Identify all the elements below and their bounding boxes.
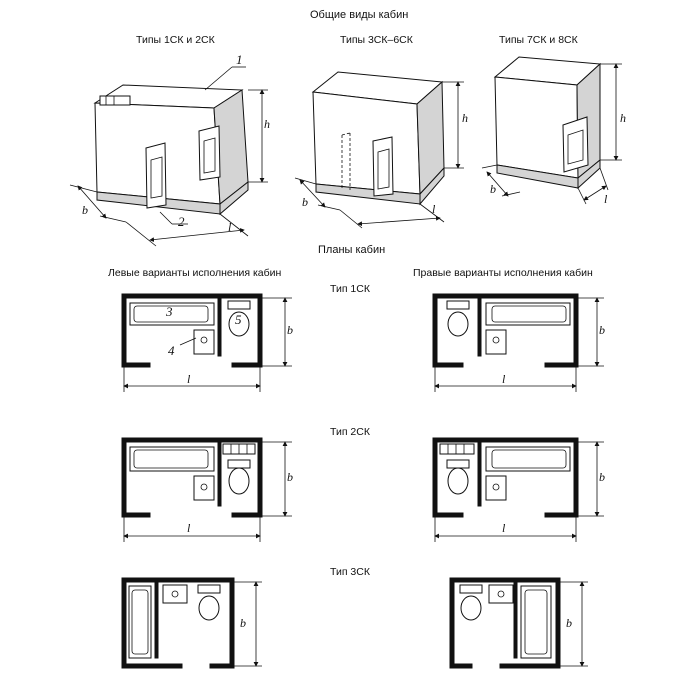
dim-l-view1: l <box>228 220 232 234</box>
dim-b-plan-1-left: b <box>287 323 293 337</box>
callout-1: 1 <box>236 52 243 67</box>
label-types-7-8: Типы 7СК и 8СК <box>499 34 578 46</box>
dim-b-view1: b <box>82 203 88 217</box>
plan-1sk-right <box>432 293 604 392</box>
dim-l-view3: l <box>604 192 608 206</box>
dim-b-plan-1-right: b <box>599 323 605 337</box>
label-type-3sk: Тип 3СК <box>330 566 370 578</box>
callout-3: 3 <box>166 304 173 319</box>
dim-h-view2: h <box>462 111 468 125</box>
dim-l-plan-2-right: l <box>502 521 506 535</box>
dim-b-view2: b <box>302 195 308 209</box>
plan-1sk-left <box>121 293 292 392</box>
label-types-1-2: Типы 1СК и 2СК <box>136 34 215 46</box>
heading-right-variants: Правые варианты исполнения кабин <box>413 267 593 279</box>
heading-plans: Планы кабин <box>318 244 386 256</box>
dim-b-view3: b <box>490 182 496 196</box>
plan-3sk-right <box>449 577 588 669</box>
label-type-2sk: Тип 2СК <box>330 426 370 438</box>
dim-b-plan-3-right: b <box>566 616 572 630</box>
dim-b-plan-2-left: b <box>287 470 293 484</box>
dim-l-view2: l <box>432 202 436 216</box>
dim-l-plan-2-left: l <box>187 521 191 535</box>
callout-2: 2 <box>178 214 185 229</box>
cabin-3d-types-7-8 <box>481 56 622 205</box>
plan-3sk-left <box>121 577 262 669</box>
cabin-3d-types-3-6 <box>294 71 464 229</box>
plan-2sk-right <box>432 437 604 542</box>
dim-l-plan-1-right: l <box>502 372 506 386</box>
callout-5: 5 <box>235 312 242 327</box>
heading-left-variants: Левые варианты исполнения кабин <box>108 267 282 279</box>
dim-l-plan-1-left: l <box>187 372 191 386</box>
dim-h-view3: h <box>620 111 626 125</box>
label-types-3-6: Типы 3СК–6СК <box>340 34 413 46</box>
dim-b-plan-2-right: b <box>599 470 605 484</box>
label-type-1sk: Тип 1СК <box>330 283 370 295</box>
callout-4: 4 <box>168 343 175 358</box>
dim-h-view1: h <box>264 117 270 131</box>
heading-general-views: Общие виды кабин <box>310 9 409 21</box>
plan-2sk-left <box>121 437 292 542</box>
cabin-3d-types-1-2 <box>69 66 268 247</box>
dim-b-plan-3-left: b <box>240 616 246 630</box>
